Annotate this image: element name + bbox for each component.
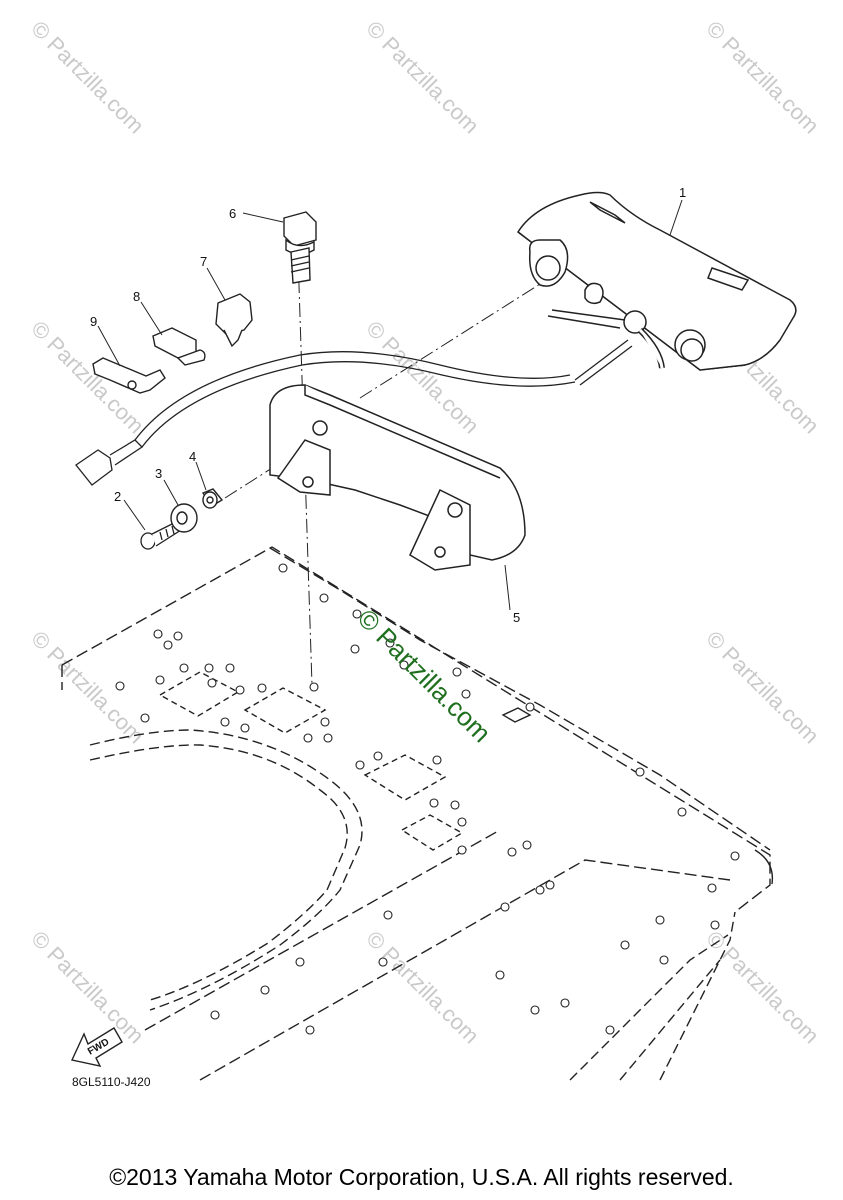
mounting-bracket xyxy=(269,384,526,571)
callout-4: 4 xyxy=(189,449,196,464)
watermark: © Partzilla.com xyxy=(701,926,824,1049)
callout-3: 3 xyxy=(155,466,162,481)
screw xyxy=(140,521,182,550)
leader-lines xyxy=(97,199,683,611)
diagram-code: 8GL5110-J420 xyxy=(72,1075,151,1089)
fwd-arrow-icon: FWD xyxy=(70,1027,123,1067)
watermark: © Partzilla.com xyxy=(701,16,824,139)
watermark: © Partzilla.com xyxy=(26,16,149,139)
callout-7: 7 xyxy=(200,254,207,269)
callout-6: 6 xyxy=(229,206,236,221)
wiring-harness xyxy=(75,339,633,486)
watermark: © Partzilla.com xyxy=(701,626,824,749)
grommet xyxy=(170,503,198,533)
tail-light-assembly xyxy=(516,191,797,371)
cable-clamp xyxy=(152,327,206,366)
watermark: © Partzilla.com xyxy=(26,626,149,749)
watermark: © Partzilla.com xyxy=(361,16,484,139)
copyright-notice: ©2013 Yamaha Motor Corporation, U.S.A. A… xyxy=(109,1164,734,1190)
callout-9: 9 xyxy=(90,314,97,329)
chassis-outline xyxy=(61,546,774,1081)
bolt xyxy=(283,211,317,284)
collar xyxy=(201,488,224,509)
callouts: 1 2 3 4 5 6 7 8 9 xyxy=(90,185,686,625)
watermark: © Partzilla.com xyxy=(361,926,484,1049)
bracket-stay xyxy=(92,357,166,394)
callout-2: 2 xyxy=(114,489,121,504)
watermark: © Partzilla.com xyxy=(26,926,149,1049)
callout-1: 1 xyxy=(679,185,686,200)
harness-clip xyxy=(215,293,253,348)
chassis-holes xyxy=(115,563,740,1035)
center-watermark: © Partzilla.com xyxy=(352,603,497,748)
callout-5: 5 xyxy=(513,610,520,625)
callout-8: 8 xyxy=(133,289,140,304)
